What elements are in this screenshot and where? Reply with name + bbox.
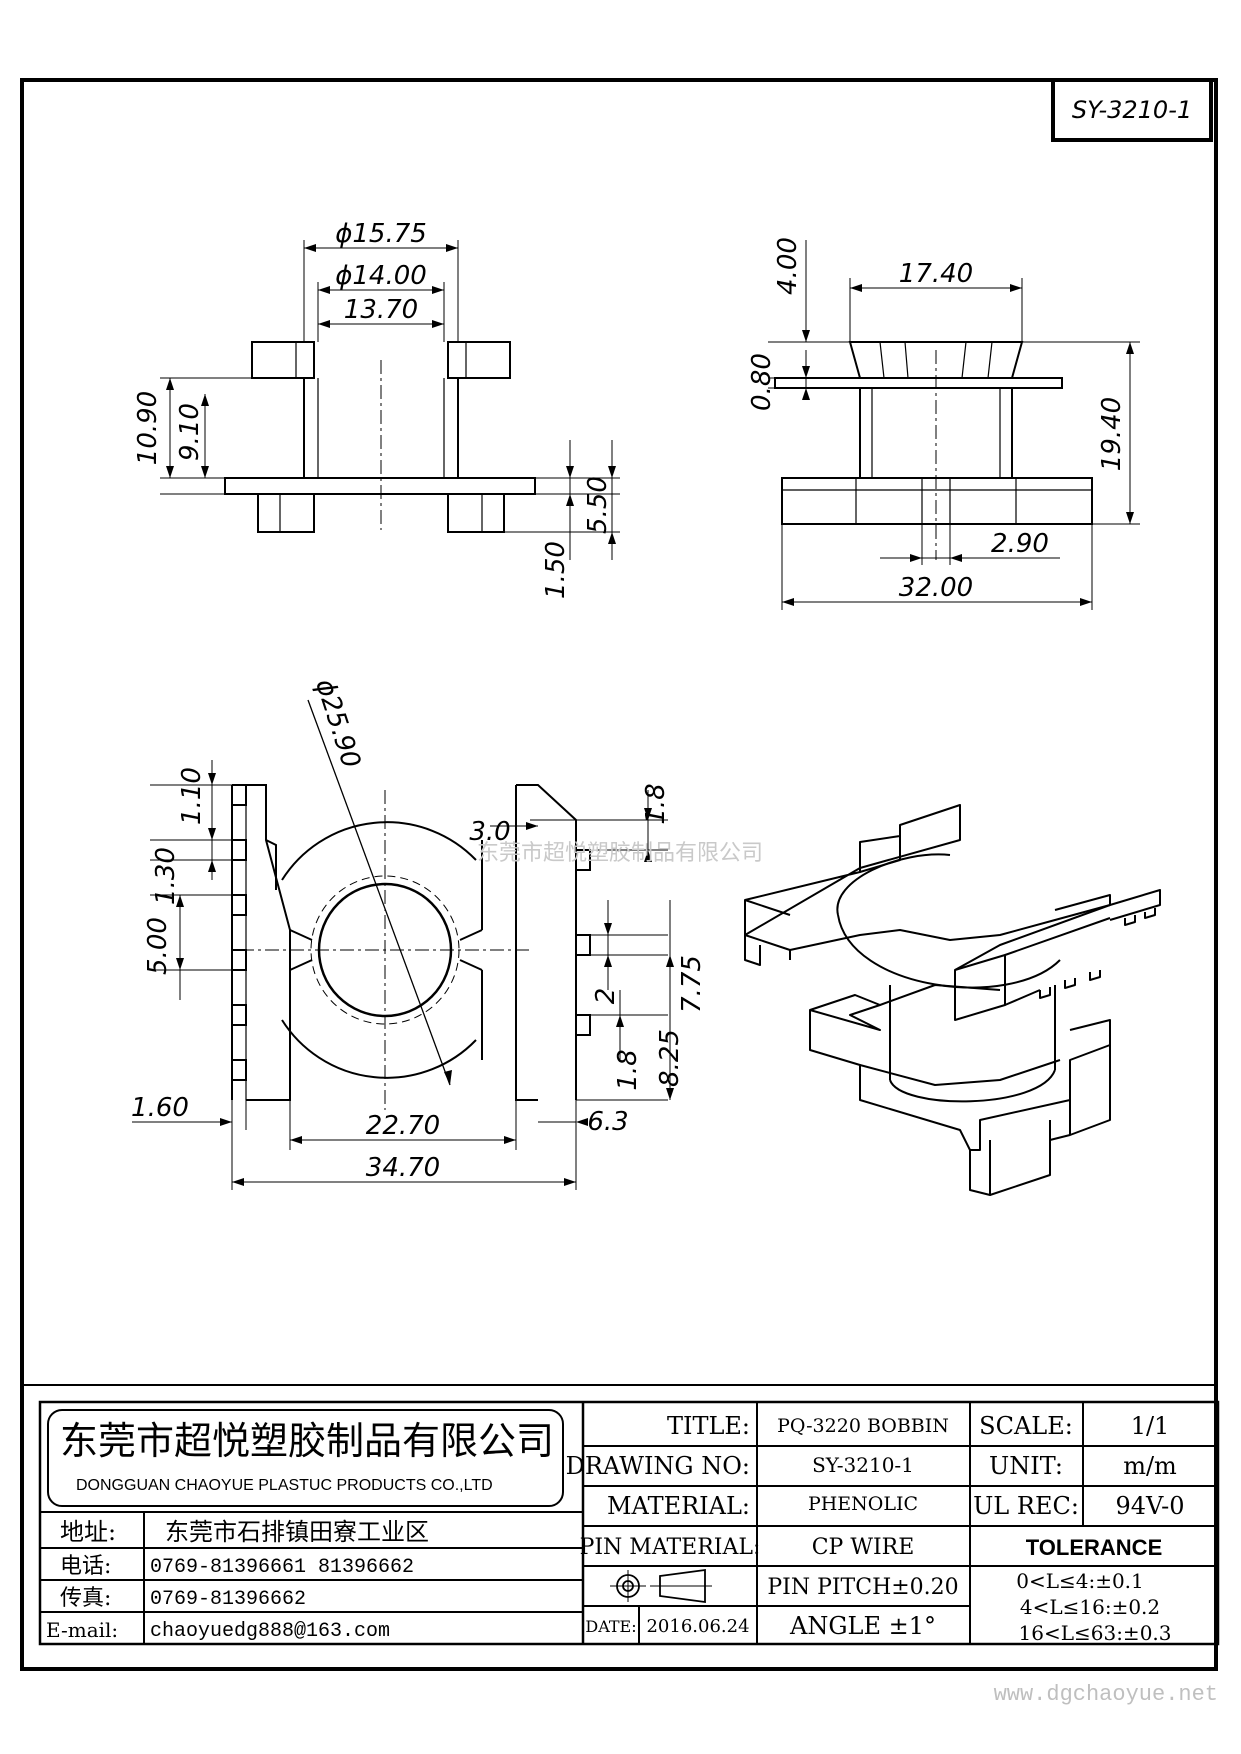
- dim-front-d-inner: ϕ14.00: [335, 261, 427, 291]
- front-view-arrows: [166, 244, 616, 544]
- tel-label: 电话:: [60, 1554, 111, 1579]
- drawing-code-box: SY-3210-1: [1051, 78, 1213, 142]
- dim-front-d-outer: ϕ15.75: [335, 219, 427, 249]
- dim-top-1-30: 1.30: [151, 847, 181, 905]
- address-label: 地址:: [60, 1518, 116, 1546]
- ul-label: UL REC:: [973, 1492, 1079, 1520]
- email-value: chaoyuedg888@163.com: [150, 1620, 390, 1643]
- dim-front-width-inner: 13.70: [344, 295, 418, 325]
- unit-value: m/m: [1123, 1452, 1177, 1480]
- dim-top-2: 2: [591, 988, 621, 1005]
- company-name-en: DONGGUAN CHAOYUE PLASTUC PRODUCTS CO.,LT…: [76, 1477, 493, 1494]
- dim-top-1-8a: 1.8: [641, 783, 671, 824]
- dim-front-pin-h: 5.50: [583, 476, 613, 534]
- dim-top-1-8b: 1.8: [613, 1049, 643, 1090]
- ul-value: 94V-0: [1115, 1492, 1184, 1520]
- dim-top-5-00: 5.00: [143, 917, 173, 975]
- dim-side-total-h: 19.40: [1097, 397, 1127, 471]
- drawing-code: SY-3210-1: [1072, 96, 1192, 124]
- dim-side-top-w: 17.40: [899, 259, 973, 289]
- address-value: 东莞市石排镇田寮工业区: [165, 1518, 429, 1546]
- tolerance-label: TOLERANCE: [1026, 1535, 1163, 1560]
- dim-top-3-0: 3.0: [469, 817, 510, 847]
- dim-top-7-75: 7.75: [677, 955, 707, 1013]
- dim-top-1-60: 1.60: [131, 1093, 189, 1123]
- front-view: [160, 240, 620, 560]
- email-label: E-mail:: [46, 1618, 118, 1642]
- dim-top-d-circle: ϕ25.90: [309, 675, 366, 771]
- title-value: PQ-3220 BOBBIN: [777, 1415, 949, 1437]
- top-view-arrows: [176, 773, 674, 1186]
- dim-front-flange-t: 1.50: [541, 541, 571, 599]
- dim-top-34-70: 34.70: [366, 1153, 440, 1183]
- scale-value: 1/1: [1131, 1412, 1170, 1440]
- dim-side-flange-t: 0.80: [747, 353, 777, 411]
- drawing-no-label: DRAWING NO:: [566, 1452, 750, 1480]
- material-value: PHENOLIC: [808, 1493, 918, 1515]
- tolerance-3: 16<L≤63:±0.3: [1019, 1621, 1172, 1645]
- company-name-cn: 东莞市超悦塑胶制品有限公司: [60, 1419, 554, 1463]
- dim-top-6-3: 6.3: [587, 1107, 628, 1137]
- drawing-no-value: SY-3210-1: [812, 1453, 914, 1477]
- dim-side-pin-w: 2.90: [991, 529, 1049, 559]
- pin-material-value: CP WIRE: [812, 1535, 915, 1560]
- projection-symbol-icon: [610, 1568, 712, 1604]
- tolerance-1: 0<L≤4:±0.1: [1016, 1569, 1144, 1593]
- isometric-view: [744, 804, 1161, 1196]
- dim-front-h-body: 9.10: [175, 403, 205, 461]
- dim-front-h-total: 10.90: [133, 391, 163, 465]
- side-view: [768, 240, 1140, 610]
- material-label: MATERIAL:: [607, 1492, 750, 1520]
- fax-label: 传真:: [60, 1586, 111, 1611]
- website-text: www.dgchaoyue.net: [994, 1682, 1218, 1707]
- title-label: TITLE:: [667, 1412, 750, 1440]
- watermark-text: 东莞市超悦塑胶制品有限公司: [477, 841, 763, 866]
- date-label: DATE:: [585, 1617, 636, 1636]
- dim-top-1-10: 1.10: [177, 767, 207, 825]
- pin-material-label: PIN MATERIAL:: [580, 1535, 761, 1560]
- dim-top-22-70: 22.70: [366, 1111, 440, 1141]
- pin-pitch: PIN PITCH±0.20: [767, 1575, 958, 1600]
- date-value: 2016.06.24: [646, 1616, 749, 1637]
- dim-side-base-w: 32.00: [899, 573, 973, 603]
- side-view-arrows: [782, 284, 1134, 606]
- outer-border: [20, 78, 1218, 1671]
- title-block: [22, 1384, 1220, 1646]
- dim-side-top-h: 4.00: [773, 237, 803, 295]
- unit-label: UNIT:: [989, 1452, 1063, 1480]
- dim-top-8-25: 8.25: [655, 1029, 685, 1087]
- tolerance-2: 4<L≤16:±0.2: [1020, 1595, 1160, 1619]
- fax-value: 0769-81396662: [150, 1588, 306, 1611]
- angle-value: ANGLE ±1°: [789, 1612, 936, 1640]
- scale-label: SCALE:: [979, 1412, 1073, 1440]
- tel-value: 0769-81396661 81396662: [150, 1556, 414, 1579]
